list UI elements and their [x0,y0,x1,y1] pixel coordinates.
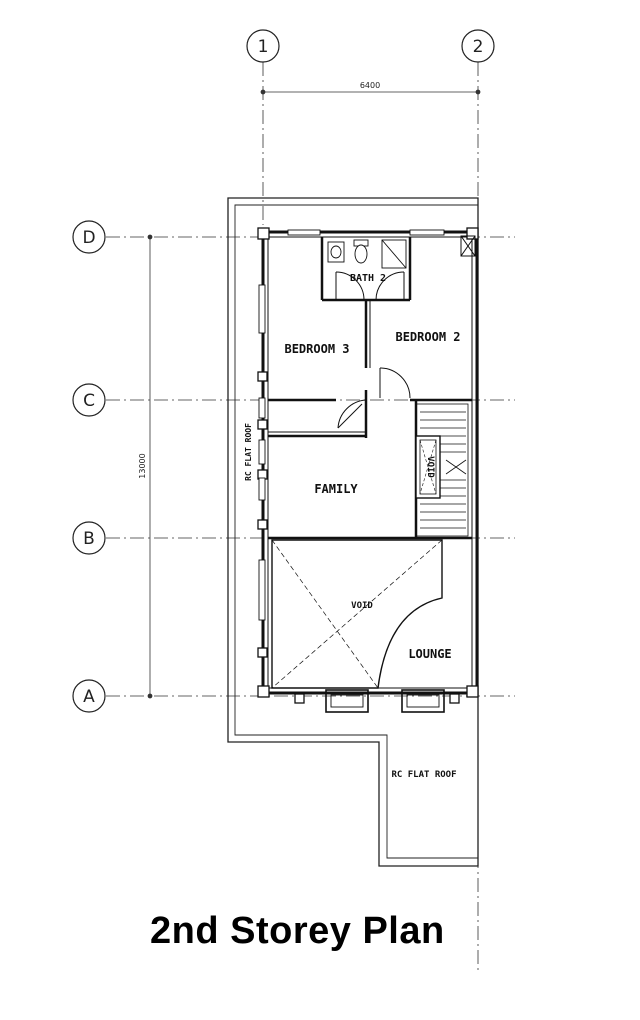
void-shaft [415,435,441,499]
plan-title: 2nd Storey Plan [150,910,445,952]
doors [335,271,411,429]
room-label-family: FAMILY [314,482,358,496]
bathroom-fixtures [327,239,407,269]
grid-bubble-c [72,383,106,417]
dimension-horizontal [260,89,481,95]
structural-columns [257,227,479,704]
grid-label-a: A [83,687,95,707]
grid-bubble-d [72,220,106,254]
grid-bubble-a [72,679,106,713]
grid-label-d: D [82,228,95,248]
dimension-vertical [147,234,153,699]
room-label-roof-side: RC FLAT ROOF [244,423,253,481]
room-label-void-main: VOID [351,601,373,611]
room-label-bedroom-3: BEDROOM 3 [284,342,349,356]
roof-outline [227,197,479,867]
grid-bubbles [72,29,495,713]
room-label-bedroom-2: BEDROOM 2 [395,330,460,344]
main-void [271,539,443,689]
bay-windows [325,689,445,713]
duct-box [460,235,476,257]
grid-label-c: C [83,391,95,411]
grid-bubble-2 [461,29,495,63]
room-label-void-stair: VOID [425,456,435,478]
toilet-bowl [354,244,368,264]
grid-label-1: 1 [258,37,269,57]
grid-bubble-1 [246,29,280,63]
grid-label-2: 2 [473,37,484,57]
grid-bubble-b [72,521,106,555]
room-label-bath: BATH 2 [350,273,386,284]
grid-label-b: B [83,529,95,549]
dimension-vertical-label: 13000 [138,453,147,478]
interior-wall-thin [268,300,371,433]
room-label-roof-bottom: RC FLAT ROOF [391,770,456,780]
dimension-horizontal-label: 6400 [360,81,380,90]
windows [258,229,445,621]
room-label-lounge: LOUNGE [408,647,451,661]
